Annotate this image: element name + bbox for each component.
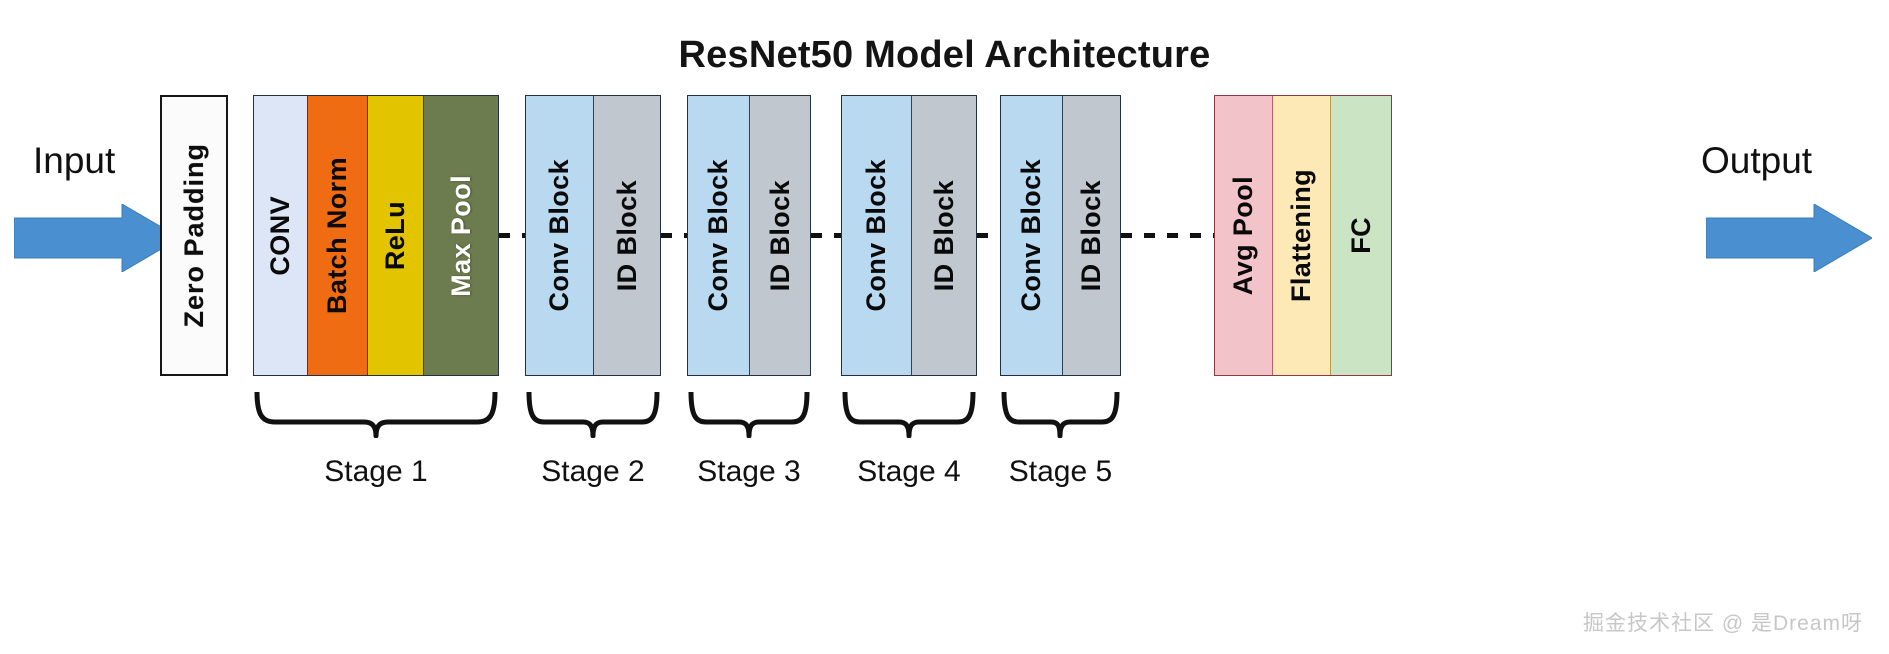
dashed-connector-1 [499, 233, 527, 238]
group-head[interactable]: Avg Pool Flattening FC [1214, 95, 1392, 376]
input-label: Input [33, 140, 116, 181]
brace-stage-1 [253, 392, 499, 438]
cell-label: Avg Pool [1228, 175, 1258, 296]
dashed-connector-4 [977, 233, 1001, 238]
cell-fc[interactable]: FC [1331, 96, 1391, 375]
cell-label: Conv Block [544, 159, 574, 312]
cell-conv-block[interactable]: Conv Block [1001, 96, 1063, 375]
cell-label: Conv Block [1016, 159, 1046, 312]
brace-stage-3 [687, 392, 811, 438]
group-stage-1[interactable]: CONV Batch Norm ReLu Max Pool [253, 95, 499, 376]
cell-id-block[interactable]: ID Block [594, 96, 660, 375]
cell-id-block[interactable]: ID Block [1063, 96, 1120, 375]
cell-conv-block[interactable]: Conv Block [688, 96, 750, 375]
block-label: Zero Padding [178, 143, 209, 328]
stage-label-text: Stage 2 [541, 455, 645, 488]
cell-avg-pool[interactable]: Avg Pool [1215, 96, 1273, 375]
stage-label-5: Stage 5 [1000, 455, 1121, 489]
output-label: Output [1701, 140, 1813, 181]
stage-label-1: Stage 1 [253, 455, 499, 489]
cell-label: FC [1345, 217, 1376, 254]
cell-label: ID Block [764, 179, 795, 292]
cell-label: CONV [265, 195, 295, 276]
cell-label: ID Block [611, 179, 642, 292]
cell-id-block[interactable]: ID Block [750, 96, 810, 375]
cell-conv-block[interactable]: Conv Block [842, 96, 912, 375]
stage-label-2: Stage 2 [525, 455, 661, 489]
cell-label: Flattening [1286, 169, 1316, 302]
cell-label: Conv Block [861, 159, 891, 312]
page-title: ResNet50 Model Architecture [678, 34, 1211, 76]
stage-label-text: Stage 1 [324, 455, 428, 488]
cell-relu[interactable]: ReLu [368, 96, 424, 375]
cell-conv[interactable]: CONV [254, 96, 308, 375]
cell-label: Conv Block [703, 159, 733, 312]
dashed-connector-3 [811, 233, 842, 238]
stage-label-text: Stage 5 [1008, 455, 1113, 488]
group-stage-4[interactable]: Conv Block ID Block [841, 95, 977, 376]
brace-stage-2 [525, 392, 661, 438]
cell-label: Batch Norm [322, 156, 352, 315]
output-arrow [1706, 204, 1872, 272]
cell-label: Max Pool [445, 174, 476, 297]
stage-label-text: Stage 3 [697, 455, 801, 488]
group-stage-5[interactable]: Conv Block ID Block [1000, 95, 1121, 376]
stage-label-text: Stage 4 [857, 455, 961, 488]
cell-flattening[interactable]: Flattening [1273, 96, 1331, 375]
cell-max-pool[interactable]: Max Pool [424, 96, 498, 375]
cell-label: ID Block [1076, 179, 1106, 292]
brace-stage-5 [1000, 392, 1121, 438]
input-arrow [14, 204, 180, 272]
cell-batch-norm[interactable]: Batch Norm [308, 96, 368, 375]
dashed-connector-2 [661, 233, 688, 238]
group-stage-2[interactable]: Conv Block ID Block [525, 95, 661, 376]
cell-label: ID Block [928, 179, 959, 292]
block-zero-padding[interactable]: Zero Padding [160, 95, 228, 376]
watermark: 掘金技术社区 @ 是Dream呀 [1583, 612, 1863, 635]
cell-label: ReLu [380, 200, 410, 271]
cell-conv-block[interactable]: Conv Block [526, 96, 594, 375]
group-stage-3[interactable]: Conv Block ID Block [687, 95, 811, 376]
stage-label-3: Stage 3 [687, 455, 811, 489]
dashed-connector-5 [1121, 233, 1214, 238]
brace-stage-4 [841, 392, 977, 438]
stage-label-4: Stage 4 [841, 455, 977, 489]
cell-id-block[interactable]: ID Block [912, 96, 976, 375]
